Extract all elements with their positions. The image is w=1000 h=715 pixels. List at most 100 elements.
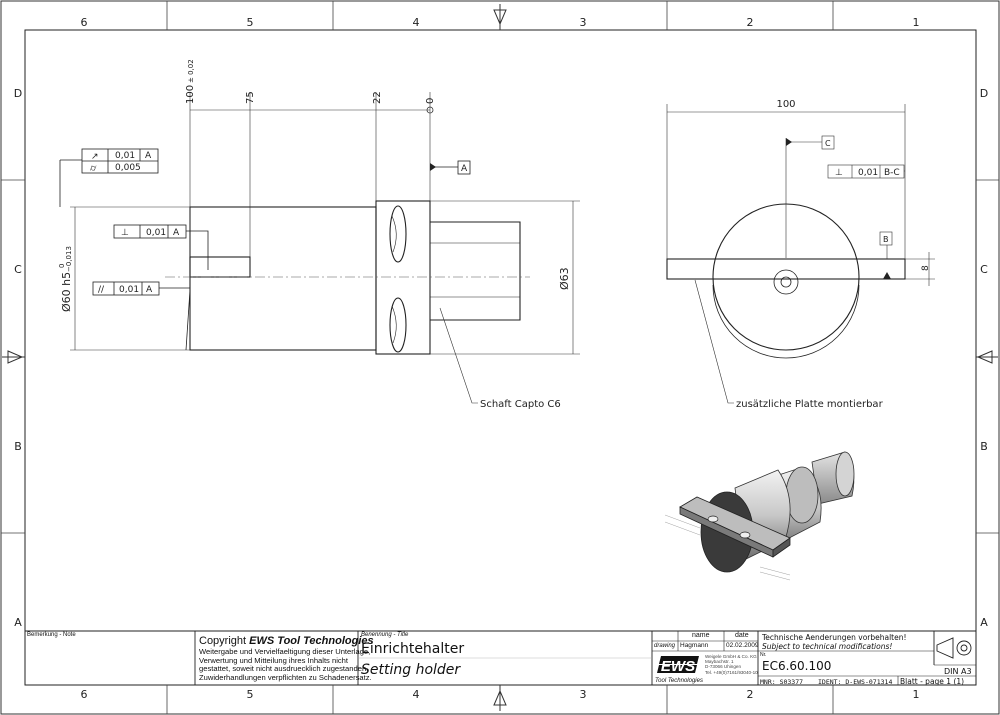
- company-line: Weigele GmbH & Co. KG: [705, 654, 757, 659]
- side-gdt-perp-value: 0,01: [858, 168, 878, 178]
- perpendicular-symbol-icon: ⊥: [121, 228, 129, 238]
- setting-plate: [666, 258, 906, 280]
- datum-c-label: C: [825, 139, 831, 148]
- ident-number: IDENT: D-EWS-071314: [818, 678, 893, 686]
- parallel-symbol-icon: //: [98, 285, 105, 295]
- side-perpendicular-symbol-icon: ⊥: [835, 168, 843, 178]
- zone-col-4-top: 4: [413, 16, 420, 29]
- title-block: [25, 630, 976, 685]
- part-number: EC6.60.100: [762, 659, 832, 673]
- title-english: Setting holder: [361, 662, 461, 678]
- plate-face: [189, 256, 251, 278]
- gdt-perp-datum: A: [173, 228, 180, 238]
- dim-22: 22: [372, 91, 383, 104]
- side-gdt-perp-frame: [827, 164, 905, 179]
- technical-changes-de: Technische Aenderungen vorbehalten!: [762, 633, 907, 642]
- logo-text: EWS: [661, 658, 695, 675]
- side-dim-100: 100: [776, 99, 795, 110]
- company-line: Tel. +49(0)7161/93040-10: [705, 669, 758, 675]
- holder-flange: [375, 200, 431, 355]
- copyright-notice: Weitergabe und Vervielfaeltigung dieser …: [199, 647, 372, 682]
- copyright-line: Zuwiderhandlungen verpflichten zu Schade…: [199, 672, 372, 682]
- copyright-line: Verwertung und Mitteilung ihres Inhalts …: [199, 655, 349, 665]
- drawing-date: 02.02.2009: [726, 642, 759, 649]
- callout-additional-plate: zusätzliche Platte montierbar: [736, 399, 884, 410]
- capto-shank: [430, 221, 521, 321]
- title-german: Einrichtehalter: [361, 641, 465, 657]
- zone-col-3-top: 3: [580, 16, 587, 29]
- zone-col-3-bottom: 3: [580, 688, 587, 701]
- header-date: date: [735, 632, 749, 639]
- callout-capto-shank: Schaft Capto C6: [480, 399, 561, 410]
- zone-col-5-bottom: 5: [247, 688, 254, 701]
- dim-dia-63: Ø63: [558, 267, 571, 290]
- dim-100: 100: [185, 85, 196, 104]
- front-view: 100 ± 0,02 75 22 0 Ø60 h5 0 −0,013 Ø63: [58, 59, 580, 410]
- logo-subtitle: Tool Technologies: [655, 678, 703, 684]
- datum-a-label: A: [461, 164, 468, 174]
- copyright-heading: Copyright EWS Tool Technologies: [199, 635, 374, 647]
- centering-marks: [2, 4, 998, 711]
- cylindricity-symbol-icon: ⌭: [90, 164, 97, 174]
- header-name: name: [692, 632, 710, 639]
- sheet-page: Blatt - page 1 (1): [900, 677, 965, 686]
- gdt-parallel-frame: [92, 281, 160, 296]
- gdt-parallel-value: 0,01: [119, 285, 139, 295]
- dim-dia-60-tol-lower: −0,013: [65, 246, 73, 272]
- zone-col-6-top: 6: [81, 16, 88, 29]
- zone-row-a-left: A: [14, 616, 22, 629]
- zone-col-1-top: 1: [913, 16, 920, 29]
- copyright-line: Weitergabe und Vervielfaeltigung dieser …: [199, 647, 371, 656]
- zone-row-c-left: C: [14, 263, 22, 276]
- gdt-runout-datum: A: [145, 151, 152, 161]
- title-label: Benennung - Title: [361, 632, 409, 638]
- zone-row-c-right: C: [980, 263, 988, 276]
- drawing-label: drawing: [654, 643, 676, 649]
- holder-body: [189, 206, 377, 351]
- gdt-cylindricity-value: 0,005: [115, 163, 141, 173]
- datum-c-frame: [821, 135, 835, 150]
- zone-col-4-bottom: 4: [413, 688, 420, 701]
- key-slot-top: [389, 205, 407, 263]
- number-label: Nr.: [760, 652, 767, 658]
- side-view: 100 8 C B ⊥ 0,01 B-C zusätzliche Platte …: [666, 99, 935, 410]
- zone-row-b-left: B: [14, 440, 22, 453]
- zone-col-1-bottom: 1: [913, 688, 920, 701]
- zone-row-b-right: B: [980, 440, 988, 453]
- remark-label: Bemerkung - Note: [27, 632, 76, 638]
- zone-row-a-right: A: [980, 616, 988, 629]
- copyright-line: gestattet, soweit nicht ausdruecklich zu…: [199, 664, 369, 674]
- paper-format: DIN A3: [944, 667, 972, 676]
- company-line: D-73066 Uhingen: [705, 664, 742, 670]
- zone-col-2-top: 2: [747, 16, 754, 29]
- projection-symbol-icon: [936, 637, 972, 659]
- technical-changes-en: Subject to technical modifications!: [762, 642, 893, 651]
- dim-75: 75: [245, 91, 256, 104]
- gdt-parallel-datum: A: [146, 285, 153, 295]
- dim-100-tolerance: ± 0,02: [187, 59, 195, 83]
- company-address: Weigele GmbH & Co. KG Maybachstr. 1 D-73…: [705, 654, 758, 675]
- mnr-number: MNR: S03377: [760, 678, 804, 686]
- dim-dia-60-tol-upper: 0: [58, 264, 66, 268]
- runout-symbol-icon: ↗: [91, 152, 99, 162]
- gdt-runout-value: 0,01: [115, 151, 135, 161]
- zone-col-5-top: 5: [247, 16, 254, 29]
- drawing-name: Hagmann: [680, 642, 709, 649]
- datum-b-label: B: [883, 235, 889, 244]
- isometric-view: [664, 451, 855, 581]
- inner-border: [24, 29, 977, 686]
- ews-logo: EWS Tool Technologies: [655, 653, 703, 684]
- copyright-prefix: Copyright: [199, 635, 250, 647]
- gdt-perp-value: 0,01: [146, 228, 166, 238]
- side-dim-8: 8: [921, 265, 931, 271]
- zone-col-2-bottom: 2: [747, 688, 754, 701]
- zone-row-d-left: D: [14, 87, 22, 100]
- gdt-perpendicular-frame: [113, 224, 187, 239]
- datum-b-frame: [879, 231, 893, 246]
- copyright-brand: EWS Tool Technologies: [249, 635, 374, 647]
- zone-col-6-bottom: 6: [81, 688, 88, 701]
- key-slot-bottom: [389, 297, 407, 353]
